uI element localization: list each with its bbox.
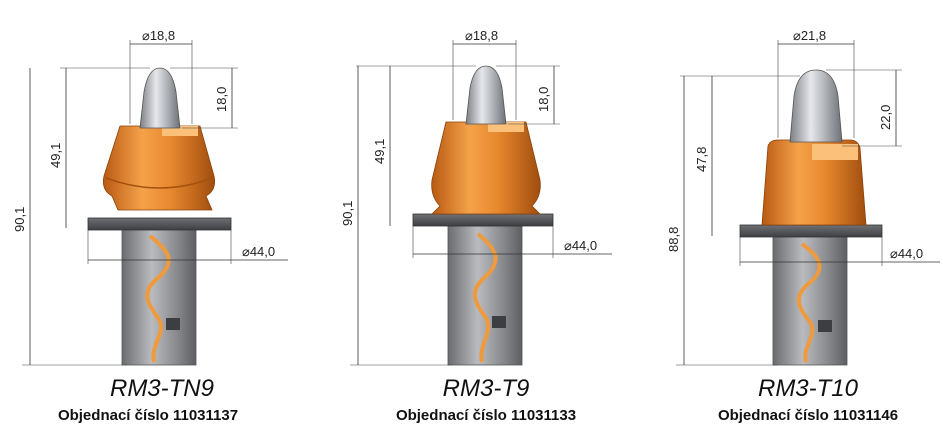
tip-diameter-label: ⌀18,8	[465, 28, 498, 43]
order-number: Objednací číslo 11031137	[58, 407, 238, 424]
tool-rm3-t9: ⌀18,8 18,0 49,1 90,1 ⌀44,0 RM3-T9 Objedn…	[340, 28, 612, 424]
flange	[412, 213, 554, 227]
tip-height-label: 22,0	[878, 105, 893, 130]
spring-clip	[472, 232, 498, 363]
flange-diameter-label: ⌀44,0	[890, 246, 923, 261]
shank-slot	[492, 316, 506, 328]
tool-body	[761, 139, 867, 226]
order-number: Objednací číslo 11031146	[718, 407, 898, 424]
order-number: Objednací číslo 11031133	[396, 407, 576, 424]
tool-rm3-t10: ⌀21,8 22,0 47,8 88,8 ⌀44,0 RM3-T10 Objed…	[666, 28, 940, 424]
tip-height-label: 18,0	[536, 87, 551, 112]
total-height-label: 90,1	[340, 201, 355, 226]
body-notch	[488, 122, 524, 132]
total-height-label: 88,8	[666, 227, 681, 252]
spring-clip	[145, 234, 171, 363]
body-collar	[105, 177, 213, 189]
spring-clip	[796, 242, 822, 363]
tool-rm3-tn9: ⌀18,8 18,0 49,1 90,1 ⌀44,0 RM3-TN9 Objed…	[12, 28, 288, 424]
model-name: RM3-TN9	[110, 375, 214, 402]
shank	[772, 235, 848, 366]
total-height-label: 90,1	[12, 207, 27, 232]
carbide-tip	[139, 67, 181, 129]
tool-body	[431, 121, 541, 215]
flange	[739, 224, 883, 238]
shank-slot	[818, 320, 832, 332]
upper-height-label: 49,1	[48, 143, 63, 168]
body-notch	[162, 126, 198, 136]
model-name: RM3-T9	[443, 375, 530, 402]
upper-height-label: 47,8	[694, 147, 709, 172]
flange	[87, 217, 232, 231]
tip-diameter-label: ⌀18,8	[142, 28, 175, 43]
dimensions: ⌀18,8 18,0 49,1 90,1 ⌀44,0	[12, 28, 288, 366]
dimensions: ⌀21,8 22,0 47,8 88,8 ⌀44,0	[666, 28, 940, 366]
tip-height-label: 18,0	[214, 87, 229, 112]
carbide-tip	[465, 65, 507, 125]
model-name: RM3-T10	[758, 375, 859, 402]
tip-diameter-label: ⌀21,8	[793, 28, 826, 43]
upper-height-label: 49,1	[372, 139, 387, 164]
tool-body	[102, 125, 216, 211]
shank-slot	[166, 318, 180, 330]
dimensions: ⌀18,8 18,0 49,1 90,1 ⌀44,0	[340, 28, 612, 366]
carbide-tip	[789, 69, 843, 143]
flange-diameter-label: ⌀44,0	[564, 238, 597, 253]
shank	[121, 227, 197, 366]
body-notch	[812, 144, 858, 160]
flange-diameter-label: ⌀44,0	[242, 244, 275, 259]
